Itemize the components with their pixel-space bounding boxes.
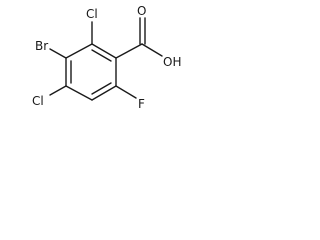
ring-bond-c2-c3 [65, 43, 93, 59]
atom-label-hydroxyl: OH [163, 55, 181, 69]
bond-c1-carboxyl [115, 43, 143, 59]
ring-bond-c4-c5 [65, 85, 93, 101]
atom-label-chlorine-bottom: Cl [32, 94, 44, 108]
atom-label-oxygen: O [137, 4, 146, 18]
bond-c4-cl [49, 85, 67, 96]
atom-label-chlorine-top: Cl [86, 7, 98, 21]
bond-c6-f [115, 85, 137, 99]
atom-label-fluorine: F [138, 97, 145, 111]
atom-label-bromine: Br [35, 39, 48, 53]
ring-inner-bond-c5-c6 [91, 82, 112, 95]
structure-diagram: O OH Cl Br Cl F [0, 0, 206, 138]
ring-bond-c5-c6 [91, 85, 117, 101]
ring-inner-bond-c1-c2 [91, 49, 112, 62]
bond-c3-br [49, 48, 67, 59]
bond-carboxyl-oh [141, 43, 163, 57]
ring-bond-c1-c2 [91, 43, 117, 59]
molecule-drawing: O OH Cl Br Cl F [32, 4, 181, 111]
